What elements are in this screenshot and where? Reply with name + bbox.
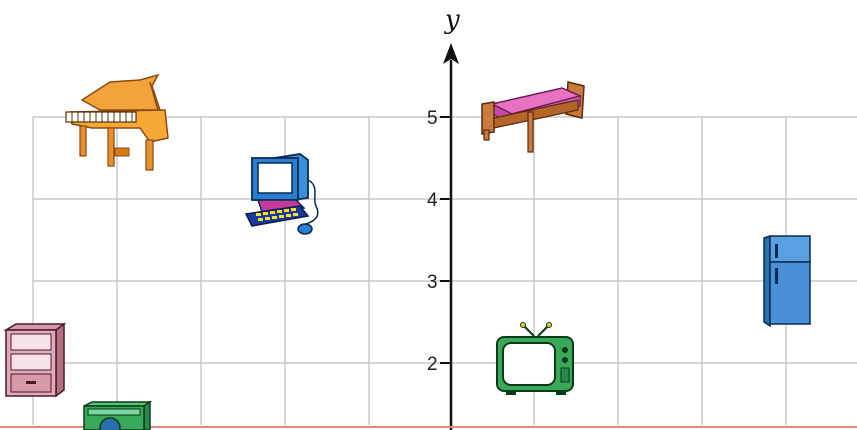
y-axis: y 5 4 3 2 <box>427 5 460 430</box>
bookshelf-icon <box>6 324 64 396</box>
refrigerator-icon <box>764 236 810 326</box>
y-axis-title: y <box>444 5 460 35</box>
piano-icon <box>66 75 168 170</box>
grid <box>33 117 857 425</box>
y-tick-label-2: 2 <box>427 354 438 375</box>
television-icon <box>497 323 573 396</box>
y-tick-label-5: 5 <box>427 108 438 129</box>
y-tick-label-3: 3 <box>427 272 438 293</box>
computer-icon <box>246 154 318 234</box>
washing-machine-icon <box>84 402 150 430</box>
y-tick-label-4: 4 <box>427 190 438 211</box>
